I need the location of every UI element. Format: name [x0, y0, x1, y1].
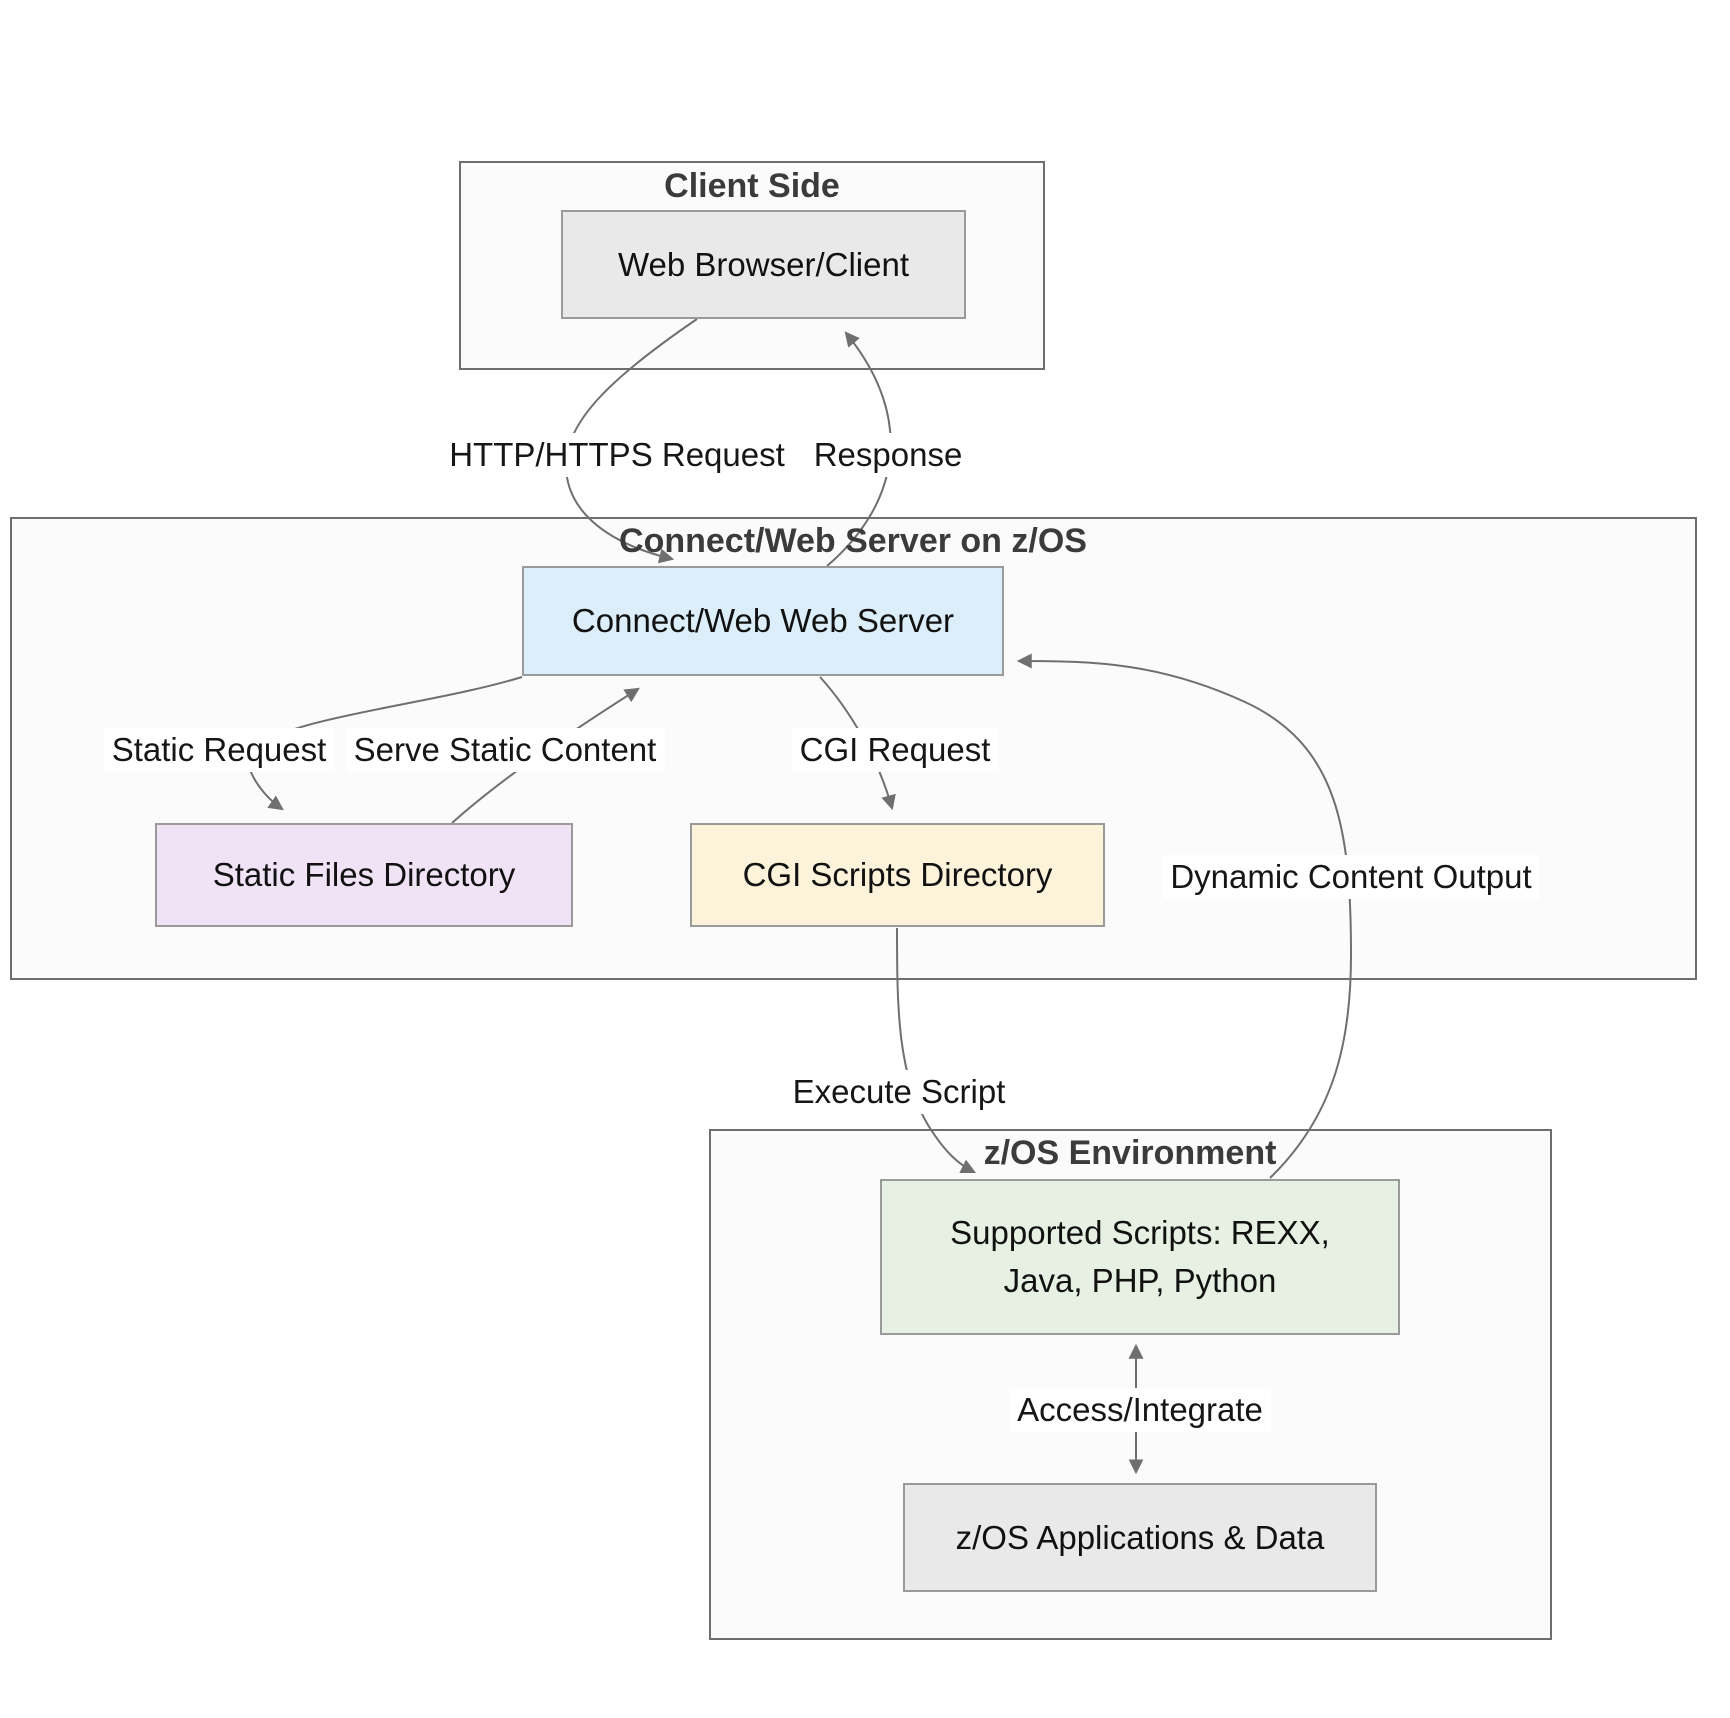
node-cgi-scripts-directory: CGI Scripts Directory — [690, 823, 1105, 927]
edge-label-execute-script: Execute Script — [784, 1070, 1014, 1114]
node-cgi-scripts-directory-label: CGI Scripts Directory — [742, 856, 1053, 894]
edge-label-response: Response — [805, 433, 971, 477]
node-zos-applications-data-label: z/OS Applications & Data — [955, 1518, 1325, 1556]
node-web-browser-client: Web Browser/Client — [561, 210, 966, 319]
node-supported-scripts: Supported Scripts: REXX, Java, PHP, Pyth… — [880, 1179, 1400, 1335]
edge-dynamic-content-output — [1016, 653, 1353, 1179]
node-zos-applications-data: z/OS Applications & Data — [903, 1483, 1377, 1592]
cluster-zos-environment-title: z/OS Environment — [983, 1134, 1277, 1172]
node-connect-web-web-server: Connect/Web Web Server — [522, 566, 1004, 676]
node-web-browser-client-label: Web Browser/Client — [618, 245, 909, 283]
node-static-files-directory-label: Static Files Directory — [212, 856, 516, 894]
cluster-connect-web-server-title: Connect/Web Server on z/OS — [619, 522, 1087, 560]
cluster-client-side-title: Client Side — [664, 167, 840, 205]
node-supported-scripts-label-line1: Supported Scripts: REXX, — [950, 1214, 1330, 1252]
edge-label-cgi-request: CGI Request — [791, 728, 999, 772]
node-static-files-directory: Static Files Directory — [155, 823, 573, 927]
edge-label-dynamic-content-output: Dynamic Content Output — [1162, 855, 1540, 899]
edge-label-http-request: HTTP/HTTPS Request — [441, 433, 793, 477]
edge-execute-script — [896, 927, 977, 1174]
edge-label-serve-static-content: Serve Static Content — [345, 728, 665, 772]
edge-label-access-integrate: Access/Integrate — [1009, 1388, 1271, 1432]
edge-label-static-request: Static Request — [103, 728, 335, 772]
node-supported-scripts-label-line2: Java, PHP, Python — [1003, 1262, 1277, 1299]
node-connect-web-web-server-label: Connect/Web Web Server — [571, 602, 955, 640]
